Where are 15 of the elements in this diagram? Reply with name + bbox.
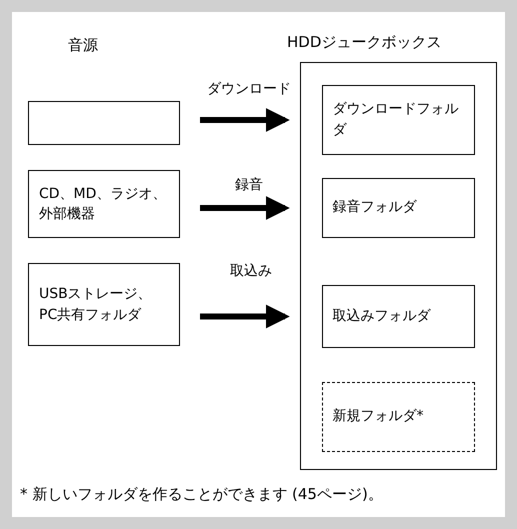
arrow [200, 196, 290, 220]
folder-box: ダウンロードフォルダ [322, 84, 474, 154]
source-box: USBストレージ、PC共有フォルダ [28, 263, 180, 346]
column-heading: 音源 [68, 36, 98, 55]
footnote: * 新しいフォルダを作ることができます (45ページ)。 [20, 485, 383, 504]
folder-box: 録音フォルダ [322, 178, 474, 238]
folder-box: 取込みフォルダ [322, 284, 474, 348]
arrow [200, 108, 290, 132]
folder-box: 新規フォルダ* [322, 382, 474, 452]
arrow [200, 304, 290, 328]
heading: HDDジュークボックス [287, 32, 442, 53]
empty-box [28, 101, 180, 145]
edge-label: 録音 [233, 176, 265, 194]
source-box: CD、MD、ラジオ、外部機器 [28, 170, 180, 238]
edge-label: 取込み [228, 262, 274, 280]
